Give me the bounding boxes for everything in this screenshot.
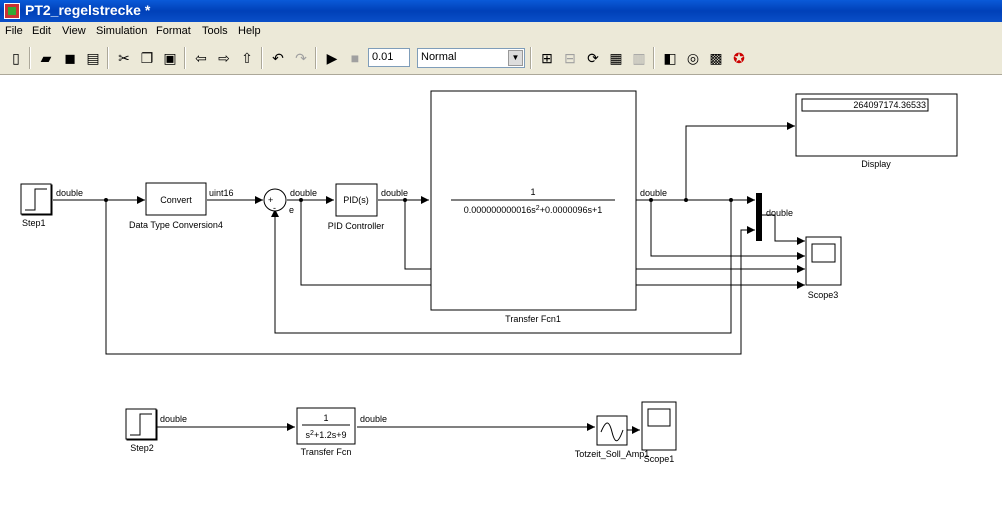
block-name: Scope1 bbox=[644, 454, 675, 464]
debugger-icon[interactable]: ◎ bbox=[686, 50, 700, 66]
build-disabled-icon[interactable]: ⊟ bbox=[564, 50, 576, 66]
signal-mux-to-scope[interactable] bbox=[762, 214, 805, 245]
model-canvas[interactable]: double uint16 double e double double dou… bbox=[0, 75, 1002, 518]
mux-block[interactable] bbox=[756, 193, 762, 241]
simulink-app-icon bbox=[4, 3, 20, 19]
signal-error-to-scope[interactable] bbox=[300, 200, 805, 289]
library-icon[interactable]: ▦ bbox=[609, 50, 623, 66]
model-explorer-icon[interactable]: ◧ bbox=[663, 50, 677, 66]
display-block[interactable]: 264097174.36533 Display bbox=[795, 93, 958, 169]
pid-controller-block[interactable]: PID(s) PID Controller bbox=[328, 183, 385, 231]
print-icon[interactable]: ▤ bbox=[86, 50, 100, 66]
sum-plus-sign: + bbox=[268, 195, 273, 205]
signal-pid-to-scope[interactable] bbox=[404, 200, 805, 273]
display-value: 264097174.36533 bbox=[853, 100, 926, 110]
menu-view[interactable]: View bbox=[62, 25, 86, 37]
signal-label-double: double bbox=[360, 414, 387, 424]
update-icon[interactable]: ⟳ bbox=[587, 50, 599, 66]
open-icon[interactable]: ▰ bbox=[40, 50, 52, 66]
stop-time-input[interactable]: 0.01 bbox=[368, 48, 410, 67]
scope1-block[interactable]: Scope1 bbox=[641, 401, 677, 464]
menu-format[interactable]: Format bbox=[156, 25, 191, 37]
block-name: Step2 bbox=[130, 443, 154, 453]
window-title: PT2_regelstrecke * bbox=[25, 2, 151, 18]
sum-minus-sign: - bbox=[273, 203, 276, 213]
simulation-mode-value: Normal bbox=[421, 51, 457, 63]
back-icon[interactable]: ⇦ bbox=[195, 50, 207, 66]
data-type-conversion-block[interactable]: Convert Data Type Conversion4 bbox=[129, 182, 223, 230]
explorer-disabled-icon[interactable]: ▥ bbox=[632, 50, 646, 66]
chevron-down-icon[interactable]: ▼ bbox=[508, 50, 523, 66]
title-bar: PT2_regelstrecke * bbox=[0, 0, 1002, 22]
signal-label-double: double bbox=[56, 188, 83, 198]
signal-label-double: double bbox=[766, 208, 793, 218]
block-text: PID(s) bbox=[343, 195, 369, 205]
signal-label-double: double bbox=[290, 188, 317, 198]
stop-icon[interactable]: ■ bbox=[350, 50, 360, 66]
block-name: Scope3 bbox=[808, 290, 839, 300]
block-name: PID Controller bbox=[328, 221, 385, 231]
config-icon[interactable]: ▩ bbox=[709, 50, 723, 66]
step1-block[interactable]: Step1 bbox=[20, 183, 53, 228]
menu-edit[interactable]: Edit bbox=[32, 25, 51, 37]
block-name: Transfer Fcn bbox=[301, 447, 352, 457]
block-name: Transfer Fcn1 bbox=[505, 314, 561, 324]
transfer-fcn1-block[interactable]: 1 0.000000000016s2+0.0000096s+1 Transfer… bbox=[430, 90, 637, 324]
copy-icon[interactable]: ❐ bbox=[140, 50, 154, 66]
toolbar: ▯ ▰ ◼ ▤ ✂ ❐ ▣ ⇦ ⇨ ⇧ ↶ ↷ ▶ ■ ⊞ ⊟ ⟳ ▦ ▥ ◧ … bbox=[0, 42, 1002, 75]
tf1-numerator: 1 bbox=[530, 187, 535, 197]
scope3-block[interactable]: Scope3 bbox=[805, 236, 842, 300]
signal-feedback[interactable] bbox=[271, 200, 732, 334]
deadtime-block[interactable]: Totzeit_Soll_Amp1 bbox=[575, 415, 650, 459]
block-text: Convert bbox=[160, 195, 192, 205]
paste-icon[interactable]: ▣ bbox=[163, 50, 177, 66]
signal-label-uint16: uint16 bbox=[209, 188, 234, 198]
signal-tf1-to-scope[interactable] bbox=[650, 200, 805, 260]
tf-denominator: s2+1.2s+9 bbox=[306, 430, 347, 441]
block-name: Display bbox=[861, 159, 891, 169]
block-name: Step1 bbox=[22, 218, 46, 228]
block-name: Data Type Conversion4 bbox=[129, 220, 223, 230]
new-icon[interactable]: ▯ bbox=[12, 50, 20, 66]
signal-step1-to-mux[interactable] bbox=[105, 200, 755, 355]
menu-simulation[interactable]: Simulation bbox=[96, 25, 148, 37]
transfer-fcn-block[interactable]: 1 s2+1.2s+9 Transfer Fcn bbox=[296, 407, 356, 457]
signal-label-double: double bbox=[381, 188, 408, 198]
undo-icon[interactable]: ↶ bbox=[272, 50, 284, 66]
signal-label-e: e bbox=[289, 205, 294, 215]
tf1-denominator: 0.000000000016s2+0.0000096s+1 bbox=[464, 205, 603, 216]
forward-icon[interactable]: ⇨ bbox=[218, 50, 230, 66]
signal-tf1-to-display[interactable] bbox=[685, 122, 795, 200]
start-icon[interactable]: ▶ bbox=[326, 50, 338, 66]
block-name: Totzeit_Soll_Amp1 bbox=[575, 449, 650, 459]
build-icon[interactable]: ⊞ bbox=[541, 50, 553, 66]
menu-bar: File Edit View Simulation Format Tools H… bbox=[0, 22, 1002, 42]
step2-block[interactable]: Step2 bbox=[125, 408, 158, 453]
signal-label-double: double bbox=[160, 414, 187, 424]
menu-file[interactable]: File bbox=[5, 25, 23, 37]
advisor-icon[interactable]: ✪ bbox=[733, 50, 745, 66]
sum-block[interactable]: + - bbox=[263, 188, 287, 213]
cut-icon[interactable]: ✂ bbox=[118, 50, 130, 66]
menu-tools[interactable]: Tools bbox=[202, 25, 228, 37]
menu-help[interactable]: Help bbox=[238, 25, 261, 37]
simulation-mode-select[interactable]: Normal ▼ bbox=[417, 48, 525, 68]
signal-label-double: double bbox=[640, 188, 667, 198]
tf-numerator: 1 bbox=[323, 413, 328, 423]
save-icon[interactable]: ◼ bbox=[64, 50, 76, 66]
redo-icon[interactable]: ↷ bbox=[295, 50, 307, 66]
up-icon[interactable]: ⇧ bbox=[241, 50, 253, 66]
